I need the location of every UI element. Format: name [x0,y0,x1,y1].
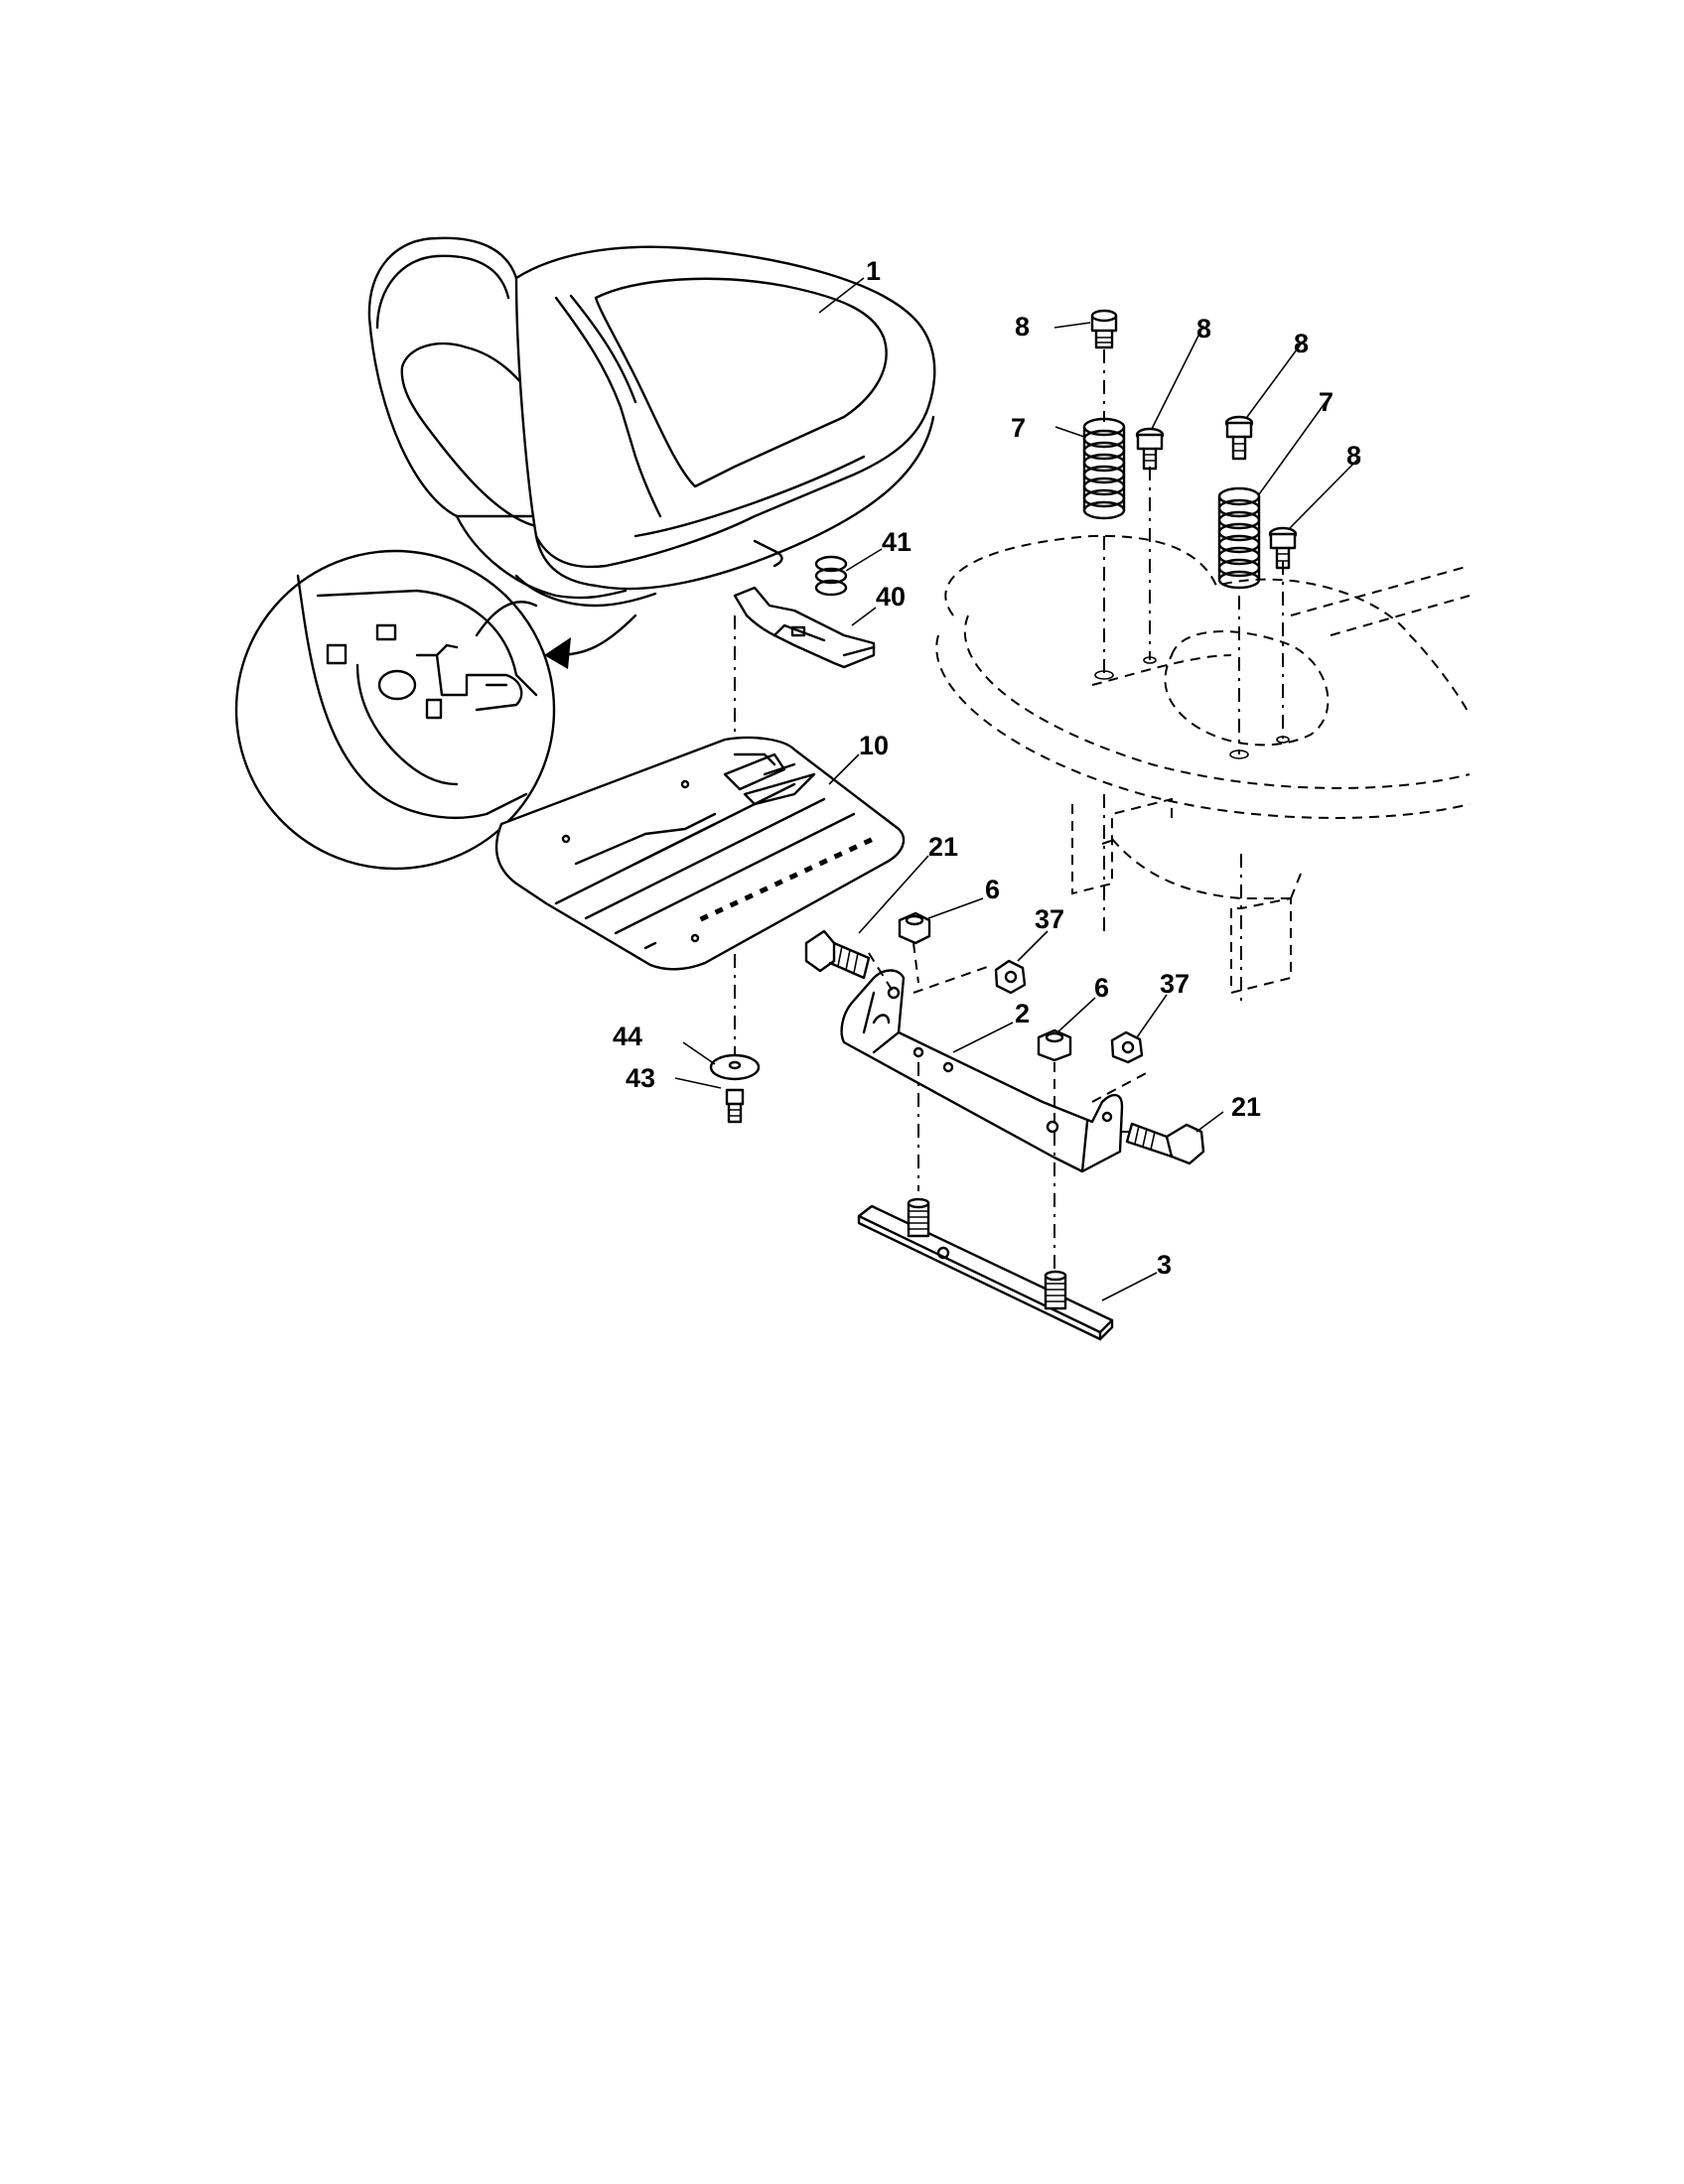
washer-part-44 [709,1053,761,1081]
nut-part-37-a [994,959,1027,995]
bolt-part-8-d [1268,526,1298,570]
latch-part-40 [733,586,876,669]
assembly-line-a [868,952,895,994]
bolt-part-8-a [1090,309,1118,422]
callout-7-b: 7 [1319,387,1333,417]
bolt-part-21-right [1125,1122,1205,1165]
callout-2: 2 [1015,999,1030,1028]
bolt-part-21-left [804,929,871,980]
spring-part-7-b [1217,486,1261,590]
bolt-part-8-c [1224,415,1254,461]
plate-part-3 [857,1197,1114,1341]
callout-40: 40 [876,582,906,612]
callout-1: 1 [866,256,881,286]
seat-part-1 [367,236,936,608]
assembly-line-e [1091,1069,1153,1103]
assembly-line-c [912,964,994,994]
callout-7-a: 7 [1011,413,1026,443]
spring-part-7-a [1082,417,1126,520]
callout-numbers: 1 41 40 10 21 6 37 2 6 37 21 3 44 43 8 8… [613,256,1361,1280]
callout-8-a: 8 [1015,312,1030,341]
bracket-part-2 [840,969,1124,1173]
callout-8-c: 8 [1294,329,1309,358]
callout-6-a: 6 [985,875,1000,904]
callout-8-b: 8 [1196,314,1211,343]
callout-37-b: 37 [1160,969,1190,999]
nut-part-37-b [1110,1030,1144,1064]
bolt-part-8-b [1135,427,1165,471]
callout-10: 10 [859,731,889,760]
callout-44: 44 [613,1022,642,1051]
callout-3: 3 [1157,1250,1172,1280]
nut-part-6-a [898,911,931,945]
seat-pan-part-10 [494,736,906,971]
callout-8-d: 8 [1346,441,1361,471]
callout-21-left: 21 [928,832,958,862]
callout-43: 43 [626,1063,655,1093]
callout-6-b: 6 [1094,973,1109,1003]
spring-part-41 [814,555,848,597]
tractor-frame-phantom [935,467,1471,1003]
nut-part-6-b [1037,1028,1072,1062]
assembly-line-b [912,942,919,984]
seat-pivot-detail-inset [234,549,637,871]
bolt-part-43 [725,1088,745,1124]
callout-41: 41 [882,527,912,557]
callout-21-right: 21 [1231,1092,1261,1122]
leader-lines [674,277,1361,1301]
callout-37-a: 37 [1035,904,1064,934]
